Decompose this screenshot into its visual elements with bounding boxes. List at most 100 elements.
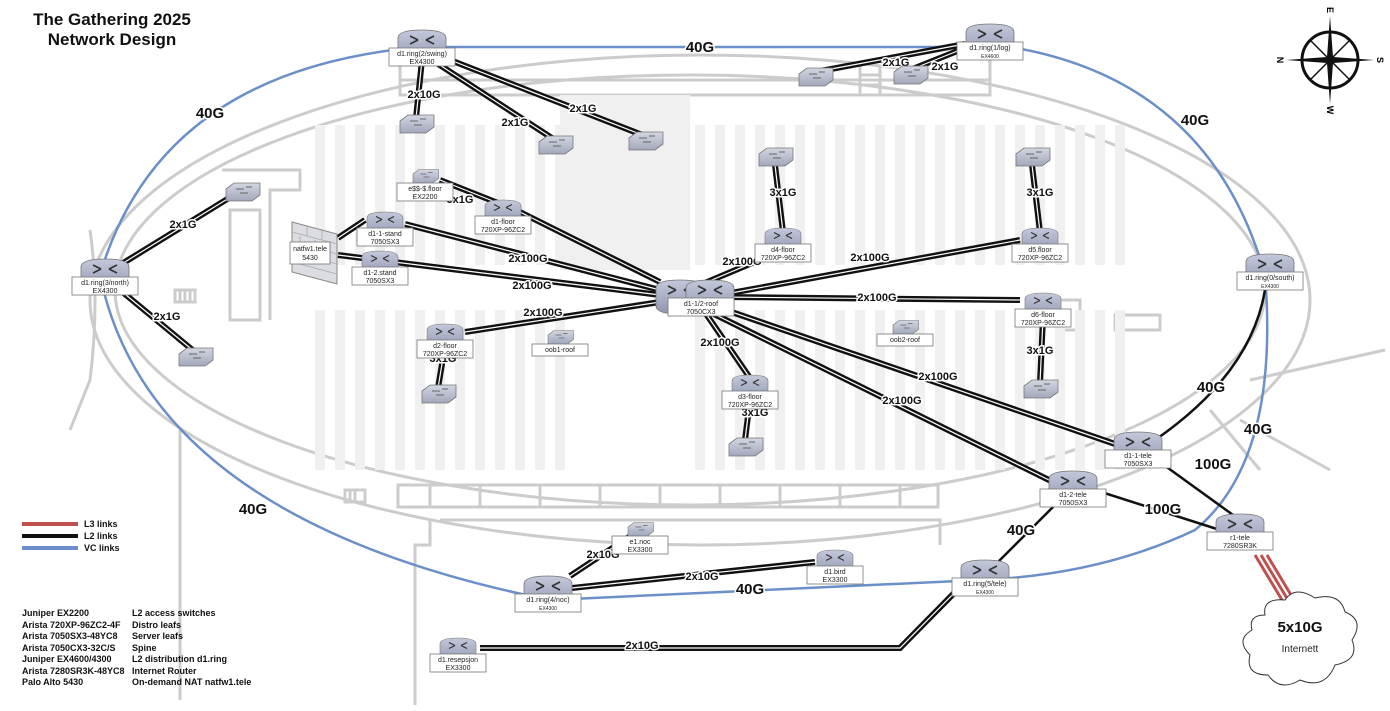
access-switch-icon[interactable] (628, 131, 664, 151)
access-switch-icon[interactable] (758, 147, 794, 167)
device-model: 7050SX3 (1059, 500, 1088, 507)
seat-stripe (695, 310, 705, 470)
device-oob1[interactable]: oob1-roof (531, 330, 589, 357)
switch-icon (547, 330, 574, 345)
l2-swatch-icon (22, 534, 78, 538)
device-model: EX4300 (93, 288, 118, 295)
seat-stripe (355, 310, 365, 470)
access-switch-icon[interactable] (178, 347, 214, 367)
link-label-tele2-r1: 100G (1145, 501, 1182, 518)
model-role: Spine (132, 642, 157, 653)
seat-stripe (715, 125, 725, 265)
seat-stripe (515, 310, 525, 470)
l2-link-core (119, 189, 243, 266)
link-label-tele1: 2x100G (918, 371, 957, 383)
seat-stripe (1115, 125, 1125, 265)
l2-link-core (415, 59, 423, 119)
access-switch-icon[interactable] (225, 182, 261, 202)
seat-stripe (455, 125, 465, 265)
seat-stripe (555, 310, 565, 470)
legend-l2: L2 links (22, 530, 120, 542)
device-model: 720XP-96ZC2 (761, 255, 805, 262)
internet-cloud[interactable]: 5x10G Internett (1242, 591, 1358, 686)
seat-stripe (995, 125, 1005, 265)
device-label-box (531, 343, 589, 357)
device-ring2[interactable]: d1.ring(2/swing)EX4300 (388, 29, 456, 67)
seat-stripe (815, 125, 825, 265)
link-label-tele2-ring5: 40G (1007, 522, 1035, 539)
device-ring1[interactable]: d1.ring(1/log)EX4600 (956, 23, 1024, 61)
device-name: r1-tele (1230, 535, 1250, 542)
compass-w: W (1325, 106, 1335, 115)
access-switch-icon[interactable] (893, 65, 929, 85)
model-role: Server leafs (132, 631, 184, 641)
l2-link-core (719, 239, 1021, 296)
device-label-box (1206, 531, 1274, 551)
device-oob2[interactable]: oob2-roof (876, 320, 934, 347)
device-model: EX3300 (628, 547, 653, 554)
l2-link-core (119, 289, 196, 353)
device-name: natfw1.tele (293, 246, 327, 253)
model-role: L2 distribution d1.ring (132, 654, 227, 664)
floor-plan (68, 53, 1386, 705)
access-switch-icon[interactable] (421, 384, 457, 404)
link-label-ring0-tele1: 40G (1197, 379, 1225, 396)
link-label-vc-top: 40G (686, 39, 714, 56)
device-name: d4-floor (771, 247, 795, 254)
access-switch-icon[interactable] (1023, 379, 1059, 399)
access-switch-icon[interactable] (399, 114, 435, 134)
l2-link-core (480, 581, 966, 649)
device-model: EX4300 (410, 59, 435, 66)
link-label-stand2: 2x100G (512, 280, 551, 292)
link-label-ring2-b: 2x1G (502, 117, 529, 129)
device-label-box (956, 41, 1024, 61)
access-switch-icon[interactable] (538, 135, 574, 155)
switch-icon (412, 169, 439, 184)
model-name: Juniper EX4600/4300 (22, 654, 112, 664)
seat-stripe (995, 310, 1005, 470)
model-row: Juniper EX4600/4300 L2 distribution d1.ri… (22, 654, 251, 666)
device-ring0[interactable]: d1.ring(0/south)EX4300 (1236, 253, 1304, 291)
l2-link-core (699, 304, 751, 379)
link-label-ring3-b: 2x1G (154, 311, 181, 323)
model-name: Arista 720XP-96ZC2-4F (22, 619, 121, 630)
device-name: e$$-$.floor (408, 186, 442, 193)
firewall-natfw1-tele[interactable]: natfw1.tele 5430 (289, 221, 338, 285)
model-name: Juniper EX2200 (22, 608, 90, 618)
model-role: Distro leafs (132, 619, 182, 630)
device-label-box (1104, 449, 1172, 469)
device-name: d1.ring(2/swing) (397, 51, 447, 58)
link-label-vc-topright: 40G (1181, 112, 1209, 129)
access-switch-icon[interactable] (1015, 147, 1051, 167)
link-label-bird: 2x10G (685, 571, 718, 583)
legend-vc: VC links (22, 542, 120, 554)
device-ring3[interactable]: d1.ring(3/north)EX4300 (71, 258, 139, 296)
access-switch-icon[interactable] (798, 67, 834, 87)
access-switch-icon[interactable] (728, 437, 764, 457)
seat-stripe (935, 125, 945, 265)
l2-link-core (1039, 317, 1044, 384)
device-name: d3-floor (738, 394, 762, 401)
l2-link-core (444, 57, 646, 137)
device-ring4[interactable]: d1.ring(4/noc)EX4300 (514, 575, 582, 613)
device-ring5[interactable]: d1.ring(5/tele)EX4300 (951, 559, 1019, 597)
device-model: 5430 (302, 255, 318, 262)
seat-stripe (975, 125, 985, 265)
